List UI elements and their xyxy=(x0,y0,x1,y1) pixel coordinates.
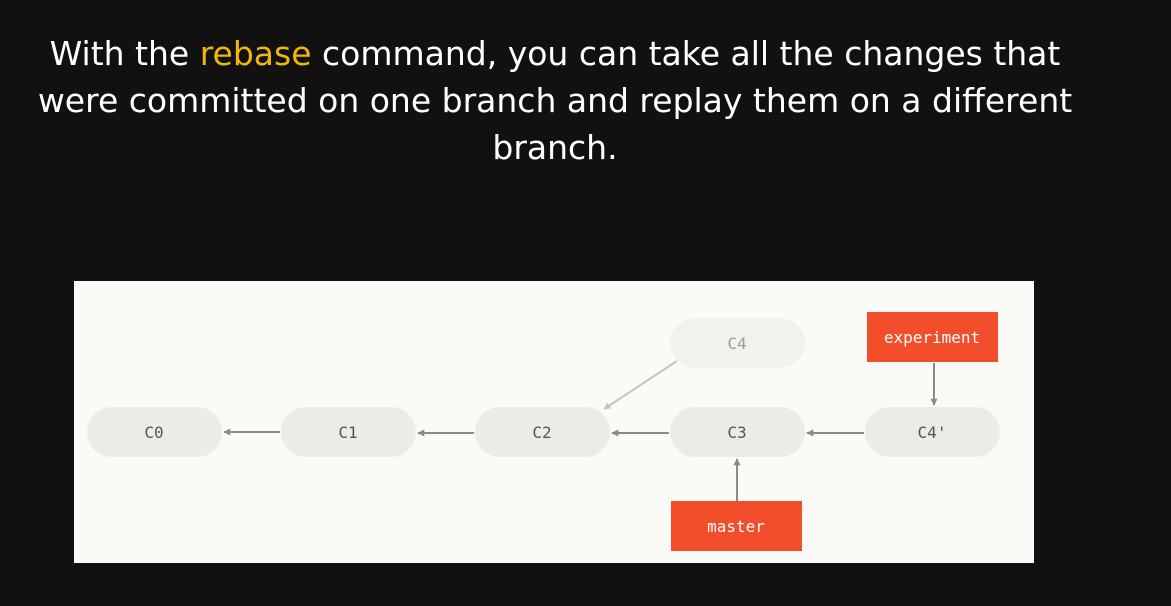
rebase-diagram: C0 C1 C2 C3 C4 C4' experiment mas xyxy=(74,281,1034,563)
commit-c3: C3 xyxy=(670,407,805,457)
commit-c1-label: C1 xyxy=(338,423,357,442)
branch-experiment: experiment xyxy=(867,312,998,362)
arrow-c4-to-c2 xyxy=(603,360,678,410)
slide-title: With the rebase command, you can take al… xyxy=(20,30,1090,171)
title-text-before: With the xyxy=(49,34,200,73)
commit-c4-prime: C4' xyxy=(865,407,1000,457)
commit-c2: C2 xyxy=(475,407,610,457)
commit-c4-prime-label: C4' xyxy=(918,423,947,442)
branch-experiment-label: experiment xyxy=(884,328,980,347)
commit-c2-label: C2 xyxy=(532,423,551,442)
title-text-after: command, you can take all the changes th… xyxy=(37,34,1073,167)
commit-c0: C0 xyxy=(87,407,222,457)
branch-master: master xyxy=(671,501,802,551)
commit-c1: C1 xyxy=(281,407,416,457)
commit-c4-original: C4 xyxy=(670,318,805,368)
rebase-diagram-svg: C0 C1 C2 C3 C4 C4' experiment mas xyxy=(87,312,1000,551)
commit-c4-label: C4 xyxy=(727,334,746,353)
title-highlight-rebase: rebase xyxy=(199,34,312,73)
branch-master-label: master xyxy=(707,517,765,536)
commit-c0-label: C0 xyxy=(144,423,163,442)
commit-c3-label: C3 xyxy=(727,423,746,442)
